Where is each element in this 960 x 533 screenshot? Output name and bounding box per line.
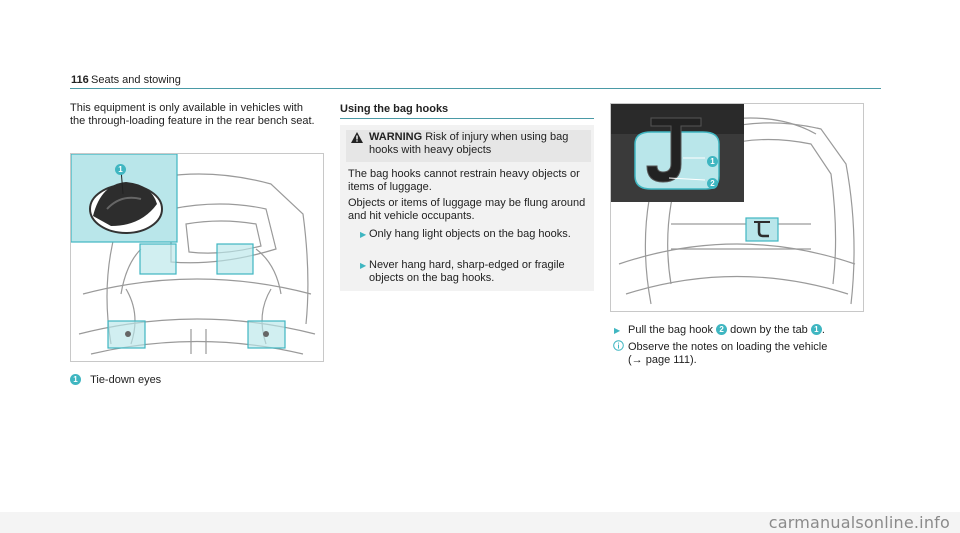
warning-paragraph-2: Objects or items of luggage may be flung…: [348, 197, 586, 222]
callout-2: 2: [707, 178, 718, 189]
callout-1: 1: [115, 164, 126, 175]
trunk-illustration: [71, 154, 316, 355]
warning-bullet-2: Never hang hard, sharp-edged or fragile …: [369, 259, 565, 284]
intro-paragraph: This equipment is only available in vehi…: [70, 102, 315, 127]
warning-label: WARNING: [369, 131, 423, 143]
highlight-box: [745, 217, 779, 242]
callout-1: 1: [707, 156, 718, 167]
section-rule: [340, 118, 594, 119]
highlight-box: [139, 243, 177, 275]
warning-title-text: Risk of injury when using bag hooks with…: [369, 131, 569, 156]
instruction-arrow-icon: ▶: [614, 326, 621, 335]
instruction-text-2: down by the tab: [727, 324, 811, 336]
info-icon: [613, 340, 624, 354]
note-line-1: Observe the notes on loading the vehicle: [628, 341, 828, 353]
bullet-arrow-icon: ▶: [360, 261, 367, 270]
caption-text: Tie-down eyes: [90, 374, 162, 386]
watermark: carmanualsonline.info: [768, 513, 950, 532]
note-page-ref[interactable]: (→ page 111).: [628, 354, 697, 366]
tie-down-eyes-figure: 1: [70, 153, 324, 362]
header-rule: [70, 88, 881, 89]
instruction-step: Pull the bag hook 2 down by the tab 1.: [628, 324, 868, 337]
bullet-arrow-icon: ▶: [360, 230, 367, 239]
highlight-box: [107, 320, 146, 349]
page-number: 116: [71, 74, 89, 86]
chapter-title: Seats and stowing: [91, 74, 181, 86]
instruction-text-1: Pull the bag hook: [628, 324, 717, 336]
highlight-box: [216, 243, 254, 275]
bag-hook-figure: 1 2: [610, 103, 864, 312]
instruction-text-3: .: [821, 324, 825, 336]
warning-paragraph-1: The bag hooks cannot restrain heavy obje…: [348, 168, 580, 193]
figure-caption: 1 Tie-down eyes: [70, 374, 161, 387]
warning-title: WARNING Risk of injury when using bag ho…: [369, 131, 591, 157]
trunk-open-illustration: [611, 104, 856, 305]
caption-number: 1: [70, 374, 81, 385]
watermark-band: [0, 512, 960, 533]
ref-callout-1: 1: [810, 324, 822, 335]
section-title: Using the bag hooks: [340, 103, 449, 115]
note-text: Observe the notes on loading the vehicle…: [628, 341, 868, 367]
warning-header: [346, 130, 591, 162]
warning-bullet-1: Only hang light objects on the bag hooks…: [369, 228, 571, 240]
ref-callout-2: 2: [716, 324, 728, 335]
warning-triangle-icon: [351, 132, 363, 146]
